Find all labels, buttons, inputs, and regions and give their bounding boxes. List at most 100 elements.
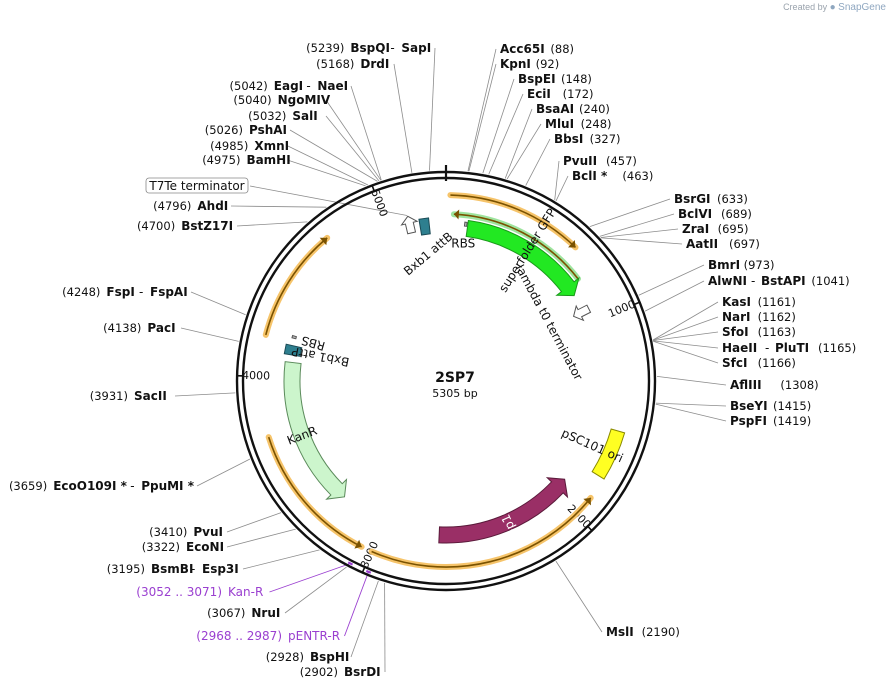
enzyme-site-ngomiv[interactable]: (5040)NgoMIV xyxy=(233,93,331,107)
leader-line xyxy=(589,198,671,227)
enzyme-site-mlui[interactable]: MluI(248) xyxy=(545,117,612,131)
enzyme-site-sfci[interactable]: SfcI(1166) xyxy=(722,356,796,370)
enzyme-name: PvuI xyxy=(193,525,223,539)
enzyme-name: PvuII xyxy=(563,154,597,168)
leader-line xyxy=(506,123,542,180)
enzyme-site-sfoi[interactable]: SfoI(1163) xyxy=(722,325,796,339)
rbs-left-block[interactable] xyxy=(291,334,298,340)
enzyme-site-bsrdi[interactable]: (2902)BsrDI xyxy=(300,665,381,679)
bxb1-attp-block[interactable] xyxy=(283,343,303,357)
enzyme-site-xmni[interactable]: (4985)XmnI xyxy=(210,139,289,153)
psc101-ori-feature[interactable]: pSC101 ori xyxy=(559,426,626,480)
enzyme-site-afliii[interactable]: AflIII(1308) xyxy=(730,378,819,392)
enzyme-site-pvui[interactable]: (3410)PvuI xyxy=(149,525,223,539)
t7te-terminator-label[interactable]: T7Te terminator xyxy=(145,177,249,194)
primer-name: pENTR-R xyxy=(288,629,340,643)
enzyme-site-econi[interactable]: (3322)EcoNI xyxy=(142,540,224,554)
rep101-arrow[interactable] xyxy=(438,477,569,544)
rbs-left-label: RBS xyxy=(300,333,327,353)
enzyme-separator: - xyxy=(765,341,769,355)
enzyme-site-eagi[interactable]: (5042)EagI-NaeI xyxy=(230,79,349,93)
enzyme-name: BamHI xyxy=(246,153,290,167)
lambda-t0-terminator-arrow-icon[interactable] xyxy=(570,302,592,324)
enzyme-name: FspI xyxy=(106,285,134,299)
enzyme-site-acc65i[interactable]: Acc65I(88) xyxy=(500,42,574,56)
enzyme-site-bcli[interactable]: BclI *(463) xyxy=(572,169,653,183)
primer-arc-head xyxy=(319,237,328,246)
enzyme-name: BsrGI xyxy=(674,192,711,206)
enzyme-site-bmri[interactable]: BmrI(973) xyxy=(708,258,775,272)
enzyme-site-nrui[interactable]: (3067)NruI xyxy=(207,606,280,620)
bxb1-attb-block[interactable] xyxy=(418,217,431,236)
rbs-top-feature[interactable]: RBS xyxy=(451,221,475,251)
enzyme-site-bsphi[interactable]: (2928)BspHI xyxy=(266,650,350,664)
primer-arc-head xyxy=(354,539,362,549)
enzyme-name: AlwNI xyxy=(708,274,747,288)
enzyme-position: (4248) xyxy=(62,285,100,299)
enzyme-site-drdi[interactable]: (5168)DrdI xyxy=(316,57,389,71)
enzyme-site-aatii[interactable]: AatII(697) xyxy=(686,237,760,251)
tick-mark xyxy=(586,525,594,532)
leader-line xyxy=(555,560,603,633)
leader-line xyxy=(655,402,727,407)
enzyme-site-bspei[interactable]: BspEI(148) xyxy=(518,72,592,86)
primer-kanr[interactable]: (3052 .. 3071)Kan-R xyxy=(136,585,263,599)
rbs-top-label: RBS xyxy=(451,237,475,251)
rbs-top-block[interactable] xyxy=(463,221,468,227)
enzyme-site-msli[interactable]: MslI(2190) xyxy=(606,625,680,639)
enzyme-site-bsaai[interactable]: BsaAI(240) xyxy=(536,102,610,116)
superfolder-gfp-arrow[interactable] xyxy=(465,219,580,297)
kanr-arrow[interactable] xyxy=(283,361,348,500)
primer-arc xyxy=(267,436,362,548)
primer-pentrr[interactable]: (2968 .. 2987)pENTR-R xyxy=(196,629,340,643)
enzyme-site-bseyi[interactable]: BseYI(1415) xyxy=(730,399,811,413)
enzyme-position: (88) xyxy=(550,42,574,56)
enzyme-name: SfcI xyxy=(722,356,747,370)
enzyme-position: (148) xyxy=(561,72,592,86)
ori-block[interactable] xyxy=(591,428,626,480)
enzyme-name: BsmBI xyxy=(151,562,193,576)
enzyme-site-alwni[interactable]: AlwNI-BstAPI(1041) xyxy=(708,274,850,288)
kanr-feature[interactable]: KanR xyxy=(283,361,348,500)
enzyme-site-sacii[interactable]: (3931)SacII xyxy=(90,389,167,403)
enzyme-position: (973) xyxy=(744,258,775,272)
enzyme-site-bstz17i[interactable]: (4700)BstZ17I xyxy=(137,219,233,233)
enzyme-name: BspHI xyxy=(310,650,349,664)
enzyme-site-bspqi[interactable]: (5239)BspQI-SapI xyxy=(306,41,431,55)
enzyme-name: EcoO109I * xyxy=(53,479,127,493)
plasmid-length: 5305 bp xyxy=(432,387,477,400)
enzyme-site-ahdi[interactable]: (4796)AhdI xyxy=(153,199,228,213)
snapgene-logo-icon: ● xyxy=(829,2,836,13)
t7te-terminator-arrow-icon[interactable] xyxy=(400,215,419,235)
enzyme-site-ecoo109i[interactable]: (3659)EcoO109I *-PpuMI * xyxy=(9,479,195,493)
enzyme-site-kasi[interactable]: KasI(1161) xyxy=(722,295,796,309)
enzyme-site-zrai[interactable]: ZraI(695) xyxy=(682,222,749,236)
enzyme-position: (697) xyxy=(729,237,760,251)
labels[interactable]: Acc65I(88)KpnI(92)BspEI(148)EciI(172)Bsa… xyxy=(9,41,856,679)
enzyme-name: BsrDI xyxy=(344,665,381,679)
enzyme-site-bsmbi[interactable]: (3195)BsmBI-Esp3I xyxy=(107,562,239,576)
enzyme-site-pvuii[interactable]: PvuII(457) xyxy=(563,154,637,168)
t7te-terminator-feature[interactable] xyxy=(400,215,419,235)
enzyme-separator: - xyxy=(130,479,134,493)
rbs-left-feature[interactable]: RBS xyxy=(291,333,327,353)
enzyme-site-bclvi[interactable]: BclVI(689) xyxy=(678,207,752,221)
enzyme-site-pshai[interactable]: (5026)PshAI xyxy=(205,123,287,137)
enzyme-site-bamhi[interactable]: (4975)BamHI xyxy=(202,153,291,167)
watermark-prefix: Created by xyxy=(783,2,828,12)
leader-line xyxy=(289,129,378,182)
enzyme-site-nari[interactable]: NarI(1162) xyxy=(722,310,796,324)
enzyme-position: (240) xyxy=(579,102,610,116)
leader-line xyxy=(287,159,366,187)
enzyme-site-pspfi[interactable]: PspFI(1419) xyxy=(730,414,811,428)
enzyme-site-sali[interactable]: (5032)SalI xyxy=(248,109,318,123)
enzyme-name: HaeII xyxy=(722,341,757,355)
enzyme-site-bsrgi[interactable]: BsrGI(633) xyxy=(674,192,748,206)
enzyme-site-ecii[interactable]: EciI(172) xyxy=(527,87,594,101)
enzyme-site-paci[interactable]: (4138)PacI xyxy=(103,321,175,335)
leader-line xyxy=(482,78,515,174)
enzyme-site-fspi[interactable]: (4248)FspI-FspAI xyxy=(62,285,188,299)
enzyme-site-kpni[interactable]: KpnI(92) xyxy=(500,57,559,71)
enzyme-site-haeii[interactable]: HaeII-PluTI(1165) xyxy=(722,341,856,355)
enzyme-site-bbsi[interactable]: BbsI(327) xyxy=(554,132,621,146)
